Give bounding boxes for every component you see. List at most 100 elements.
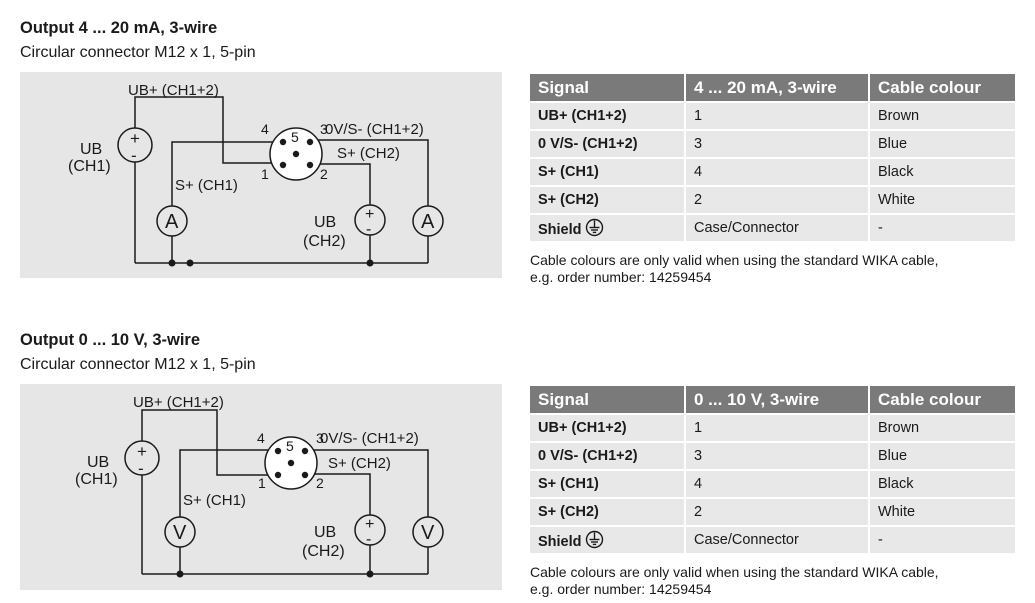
note-line: e.g. order number: 14259454 [530, 581, 712, 597]
pin-2-label: 2 [316, 475, 324, 491]
cell-colour: Blue [869, 130, 1015, 159]
junction-dot [186, 259, 194, 267]
cell-signal: S+ (CH1) [530, 158, 686, 187]
source-ub-ch2 [354, 204, 386, 236]
pin-1-dot [279, 161, 287, 169]
table-row: 0 V/S- (CH1+2) 3 Blue [530, 130, 1015, 159]
source2-minus-sign: - [366, 221, 371, 238]
header-output: 4 ... 20 mA, 3-wire [685, 74, 870, 103]
section-subtitle: Circular connector M12 x 1, 5-pin [20, 356, 256, 373]
voltmeter-right [412, 516, 444, 548]
wire-0v [315, 139, 429, 206]
cell-signal: UB+ (CH1+2) [530, 102, 686, 131]
cell-signal-shield: Shield [530, 214, 686, 243]
source-minus-sign: - [138, 459, 144, 478]
junction-dot [366, 570, 374, 578]
label-s-ch2: S+ (CH2) [337, 145, 400, 162]
earth-ground-icon [585, 218, 603, 237]
meter-right-symbol: V [421, 522, 435, 544]
pin-3-label: 3 [316, 430, 324, 446]
source2-plus-sign: + [365, 206, 374, 223]
wire-s-ch2 [312, 163, 371, 205]
table-row: 0 V/S- (CH1+2) 3 Blue [530, 442, 1015, 471]
wire-s-ch1 [179, 449, 272, 517]
ammeter-left [156, 205, 188, 237]
label-s-ch1: S+ (CH1) [175, 177, 238, 194]
cell-signal: 0 V/S- (CH1+2) [530, 442, 686, 471]
signal-table: Signal 4 ... 20 mA, 3-wire Cable colour … [530, 74, 1015, 243]
pin-1-label: 1 [261, 166, 269, 182]
note-line: Cable colours are only valid when using … [530, 252, 939, 268]
pin-1-label: 1 [258, 475, 266, 491]
header-output: 0 ... 10 V, 3-wire [685, 386, 870, 415]
table-row: S+ (CH2) 2 White [530, 498, 1015, 527]
wiring-diagram: UB+ (CH1+2) UB (CH1) + - 0V/S- (CH1+2) S… [20, 384, 502, 590]
voltmeter-left [164, 516, 196, 548]
cell-signal: S+ (CH2) [530, 498, 686, 527]
pin-2-dot [306, 161, 314, 169]
pin-5-dot [292, 150, 300, 158]
label-0v: 0V/S- (CH1+2) [325, 121, 424, 138]
signal-table: Signal 0 ... 10 V, 3-wire Cable colour U… [530, 386, 1015, 555]
label-ub-plus: UB+ (CH1+2) [133, 394, 224, 411]
source-plus-sign: + [130, 129, 140, 148]
source2-plus-sign: + [365, 516, 374, 533]
cell-signal: S+ (CH2) [530, 186, 686, 215]
cell-colour: Brown [869, 414, 1015, 443]
pin-2-dot [301, 471, 309, 479]
table-row: S+ (CH2) 2 White [530, 186, 1015, 215]
label-ub-ch1: UB [87, 454, 109, 471]
label-s-ch1: S+ (CH1) [183, 492, 246, 509]
pin-1-dot [274, 471, 282, 479]
pin-5-label: 5 [286, 438, 294, 454]
cell-signal-shield: Shield [530, 526, 686, 555]
cell-colour: - [869, 526, 1015, 555]
source-ub-ch1 [117, 127, 153, 163]
label-ub-ch1: UB [80, 141, 102, 158]
header-signal: Signal [530, 74, 686, 103]
header-cable-colour: Cable colour [869, 386, 1015, 415]
cell-signal: S+ (CH1) [530, 470, 686, 499]
cell-pin: 1 [685, 102, 870, 131]
table-header-row: Signal 4 ... 20 mA, 3-wire Cable colour [530, 74, 1015, 103]
label-ub-ch1-sub: (CH1) [68, 158, 111, 175]
cell-pin: 3 [685, 130, 870, 159]
pin-2-label: 2 [320, 166, 328, 182]
note-line: Cable colours are only valid when using … [530, 564, 939, 580]
earth-ground-icon [585, 530, 603, 549]
table-row: UB+ (CH1+2) 1 Brown [530, 414, 1015, 443]
section-title: Output 0 ... 10 V, 3-wire [20, 331, 201, 349]
wiring-diagram: UB+ (CH1+2) UB (CH1) + - 0V/S- (CH1+2) S… [20, 72, 502, 278]
cell-pin: Case/Connector [685, 526, 870, 555]
cell-pin: 2 [685, 498, 870, 527]
cell-pin: Case/Connector [685, 214, 870, 243]
junction-dot [168, 259, 176, 267]
table-row: S+ (CH1) 4 Black [530, 470, 1015, 499]
cell-colour: White [869, 498, 1015, 527]
note-line: e.g. order number: 14259454 [530, 269, 712, 285]
section-title: Output 4 ... 20 mA, 3-wire [20, 19, 218, 37]
label-ub-ch2-sub: (CH2) [303, 233, 346, 250]
source-minus-sign: - [131, 146, 137, 165]
source-plus-sign: + [137, 442, 147, 461]
pin-3-dot [301, 447, 309, 455]
cell-pin: 3 [685, 442, 870, 471]
meter-right-symbol: A [421, 211, 435, 233]
cell-pin: 1 [685, 414, 870, 443]
wire-s-ch1 [171, 141, 278, 206]
label-ub-ch2-sub: (CH2) [302, 543, 345, 560]
cell-colour: Black [869, 158, 1015, 187]
label-ub-ch2: UB [314, 524, 336, 541]
label-s-ch2: S+ (CH2) [328, 455, 391, 472]
table-row: S+ (CH1) 4 Black [530, 158, 1015, 187]
cell-colour: White [869, 186, 1015, 215]
cell-pin: 4 [685, 470, 870, 499]
pin-4-label: 4 [257, 430, 265, 446]
cell-colour: - [869, 214, 1015, 243]
meter-left-symbol: V [173, 522, 187, 544]
cable-colour-note: Cable colours are only valid when using … [530, 564, 1010, 598]
junction-dot [176, 570, 184, 578]
pin-4-dot [274, 447, 282, 455]
wire-s-ch2 [308, 473, 371, 515]
pin-3-dot [306, 138, 314, 146]
